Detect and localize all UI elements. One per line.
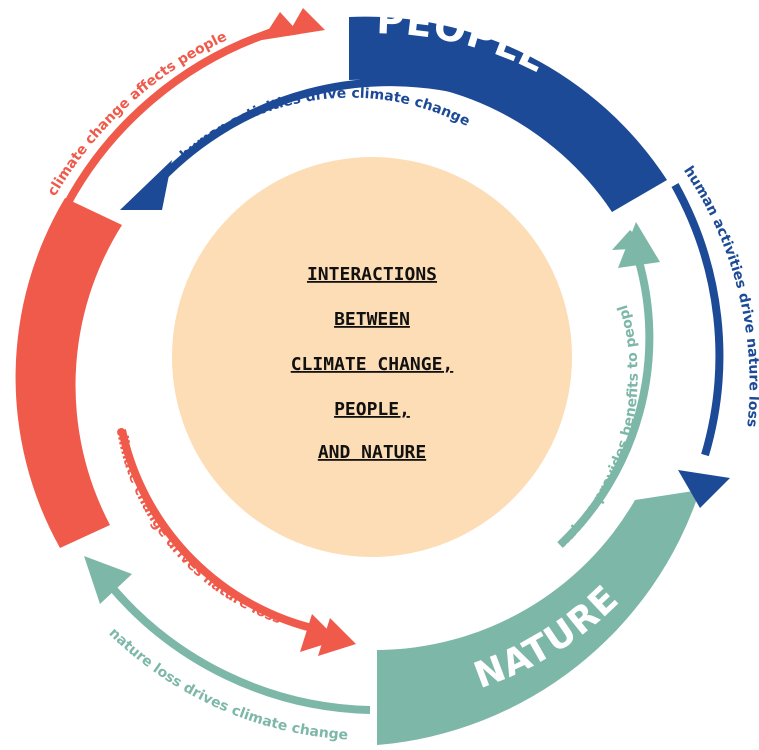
- human-drive-climate-arrowhead: [120, 160, 172, 210]
- human-drive-climate-arrow: [157, 78, 482, 183]
- center-title-line-4: PEOPLE,: [334, 399, 410, 420]
- center-title-line-3: CLIMATE CHANGE,: [291, 354, 454, 375]
- center-title-line-2: BETWEEN: [334, 309, 410, 330]
- human-drive-nature-loss-arrowhead: [678, 470, 730, 508]
- climate-drives-nature-loss-arrowhead-2: [318, 618, 356, 656]
- people-segment: [349, 16, 667, 213]
- nature-segment: [377, 490, 700, 745]
- climate-affects-people-arrow: [56, 24, 287, 220]
- human-drive-climate-label: human activities drive climate change: [177, 86, 472, 164]
- nature-loss-drives-climate-arrow: [106, 582, 371, 714]
- center-circle: [172, 157, 572, 557]
- center-title-line-5: AND NATURE: [318, 442, 426, 463]
- nature-benefits-arrowhead-2: [612, 230, 650, 250]
- nature-benefits-arrow: [557, 256, 654, 548]
- climate-affects-people-arrowhead-2: [287, 8, 325, 36]
- human-drive-nature-loss-arrow: [671, 183, 724, 457]
- center-title-line-1: INTERACTIONS: [307, 264, 437, 285]
- climate-change-segment: [15, 198, 123, 548]
- nature-loss-drives-climate-arrowhead: [84, 556, 132, 604]
- climate-drives-nature-loss-arrow: [118, 429, 321, 634]
